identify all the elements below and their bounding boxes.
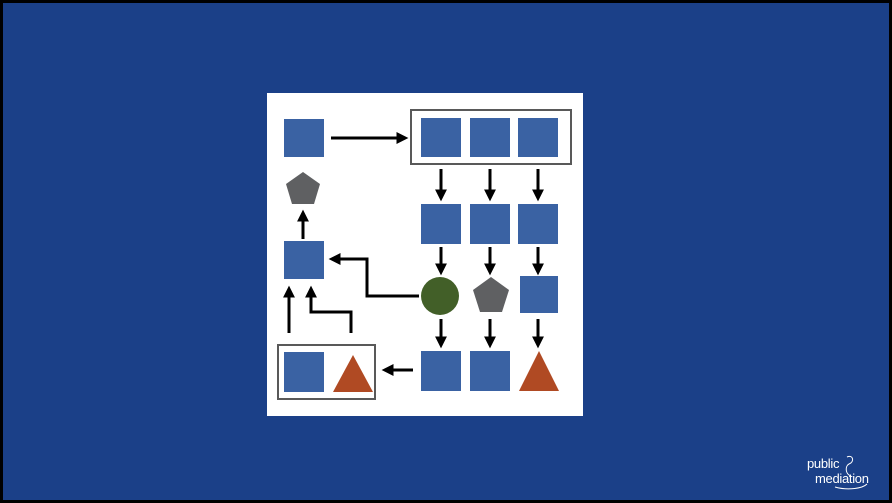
left-pentagon — [286, 172, 320, 204]
middle-square-2 — [470, 204, 510, 244]
top-square-2 — [470, 118, 510, 157]
left-middle-square — [284, 241, 324, 279]
top-square-1 — [421, 118, 461, 157]
start-square — [284, 119, 324, 157]
slide-background: public mediation — [3, 3, 889, 500]
middle-square-3 — [518, 204, 558, 244]
third-row-square — [520, 276, 558, 313]
bottom-square-1 — [421, 351, 461, 391]
arrow-up-bent — [305, 285, 353, 333]
bottom-square-2 — [470, 351, 510, 391]
logo-line1: public — [807, 456, 840, 471]
green-circle — [421, 277, 459, 315]
top-square-3 — [518, 118, 558, 157]
logo-swoosh-icon — [834, 455, 868, 490]
process-diagram-svg — [277, 109, 572, 400]
middle-pentagon — [473, 277, 509, 312]
public-mediation-logo: public mediation — [805, 454, 877, 490]
output-triangle — [333, 355, 373, 392]
bottom-group-frame — [277, 344, 376, 400]
middle-square-1 — [421, 204, 461, 244]
process-diagram — [267, 93, 583, 416]
bottom-triangle — [519, 351, 559, 391]
arrow-circle-to-left-square — [328, 253, 419, 298]
top-group-frame — [410, 109, 572, 165]
logo-line2: mediation — [815, 471, 869, 486]
output-square — [284, 352, 324, 392]
